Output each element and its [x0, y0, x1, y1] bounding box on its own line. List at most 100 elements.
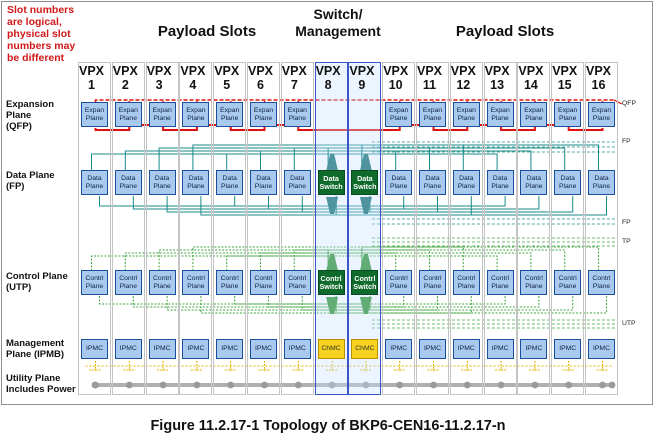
- line: Data: [87, 174, 102, 182]
- line: Expan: [84, 106, 105, 114]
- slot-column: [213, 62, 247, 395]
- line: Plane: [187, 282, 205, 290]
- utility-node: [565, 381, 573, 389]
- line: Expan: [524, 106, 544, 114]
- line: Contrl: [288, 274, 307, 282]
- line: Data: [459, 174, 474, 182]
- utility-node: [430, 381, 437, 389]
- utility-node: [608, 381, 616, 389]
- control-plane-link: [327, 255, 498, 271]
- switch-heading-line: Switch/: [313, 6, 363, 22]
- line: Plane: [288, 114, 306, 122]
- ipmc-block: IPMC: [385, 339, 413, 359]
- utility-node: [125, 381, 133, 389]
- line: Plane: [220, 182, 239, 190]
- slot-prefix: VPX: [450, 64, 476, 78]
- line: Contrl: [85, 274, 104, 282]
- utility-node: [497, 381, 505, 389]
- line: Data: [357, 173, 373, 183]
- slot-prefix: VPX: [417, 64, 443, 78]
- utility-node: [328, 381, 336, 389]
- slot-column: [517, 62, 551, 395]
- line: Plane: [491, 282, 509, 290]
- line: Plane: [592, 114, 611, 122]
- line: Contrl: [119, 274, 138, 282]
- data-plane-label: Data Plane (FP): [6, 170, 55, 192]
- line: Expan: [591, 106, 612, 114]
- line: Contrl: [220, 274, 239, 282]
- slot-prefix: VPX: [315, 64, 341, 78]
- chmc-block: ChMC: [317, 339, 345, 359]
- line: Contrl: [423, 274, 442, 282]
- control-switch-fan: [326, 254, 339, 271]
- line: Plane: [220, 282, 239, 290]
- connection-layer: [85, 99, 623, 389]
- line: Expan: [287, 106, 307, 114]
- ipmc-block: IPMC: [182, 339, 210, 359]
- expansion-plane-label: Expansion Plane (QFP): [6, 99, 55, 132]
- fp-bottom-tag: FP: [622, 219, 631, 226]
- line: Data: [560, 174, 575, 182]
- slot-prefix: VPX: [79, 64, 105, 78]
- data-switch-fan: [359, 154, 372, 171]
- line: Data: [594, 174, 609, 182]
- slot-prefix: VPX: [552, 64, 578, 78]
- slot-column: [280, 62, 314, 395]
- line: Expan: [253, 106, 274, 114]
- line: Contrl: [186, 274, 205, 282]
- slot-prefix: VPX: [586, 64, 612, 78]
- payload-slots-left-heading: Payload Slots: [157, 23, 257, 40]
- line: Switch: [319, 281, 343, 291]
- slot-prefix: VPX: [484, 64, 510, 78]
- slot-number: 2: [121, 78, 129, 92]
- fp-top-tag: FP: [622, 138, 631, 145]
- line: Plane: [254, 282, 273, 290]
- line: Expan: [422, 106, 443, 114]
- ipmc-block: IPMC: [588, 339, 615, 359]
- chmc-block: ChMC: [351, 339, 379, 359]
- line: Contrl: [320, 273, 342, 283]
- switch-heading-line: Management: [295, 23, 381, 39]
- data-switch-fan: [326, 197, 339, 214]
- slot-prefix: VPX: [112, 64, 138, 78]
- utility-node: [159, 381, 167, 389]
